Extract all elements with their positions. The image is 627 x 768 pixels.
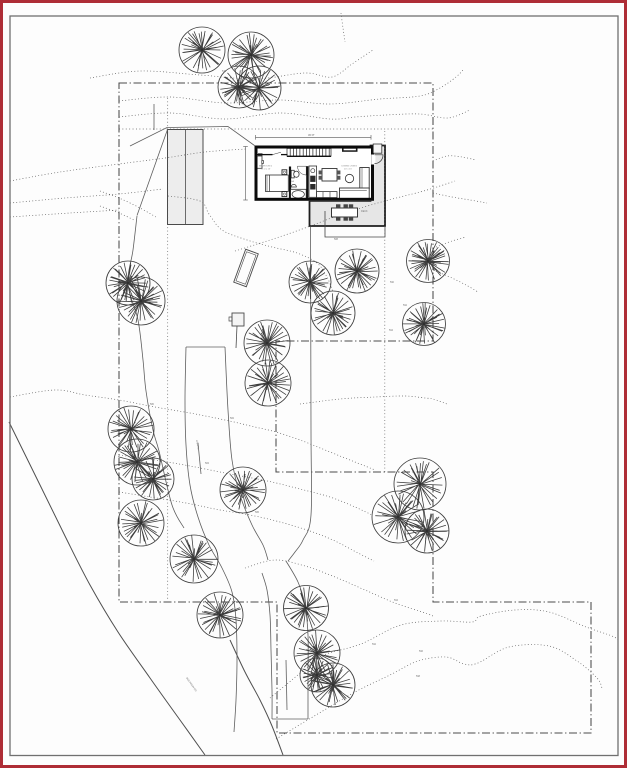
- svg-text:GRAVEL: GRAVEL: [195, 440, 200, 451]
- svg-text:582: 582: [230, 417, 235, 420]
- svg-text:584: 584: [205, 462, 210, 465]
- svg-text:DECK: DECK: [361, 210, 368, 213]
- svg-text:592: 592: [403, 304, 408, 307]
- svg-text:36'-8": 36'-8": [308, 133, 315, 137]
- svg-text:588: 588: [334, 238, 339, 241]
- svg-text:DINING LIVING: DINING LIVING: [342, 166, 358, 168]
- svg-text:596: 596: [419, 650, 424, 653]
- svg-text:12'-0 x 13': 12'-0 x 13': [261, 169, 272, 171]
- svg-text:594: 594: [389, 329, 394, 332]
- svg-text:598: 598: [416, 675, 421, 678]
- svg-text:594: 594: [394, 599, 399, 602]
- svg-text:BEDROOM 2: BEDROOM 2: [259, 166, 273, 168]
- svg-text:590: 590: [318, 646, 323, 649]
- svg-text:578: 578: [222, 70, 227, 73]
- svg-text:586: 586: [255, 511, 260, 514]
- svg-text:580: 580: [150, 403, 155, 406]
- svg-text:590: 590: [390, 281, 395, 284]
- svg-text:20' x 15': 20' x 15': [344, 169, 353, 171]
- svg-text:BA: BA: [291, 180, 294, 183]
- svg-text:592: 592: [372, 643, 377, 646]
